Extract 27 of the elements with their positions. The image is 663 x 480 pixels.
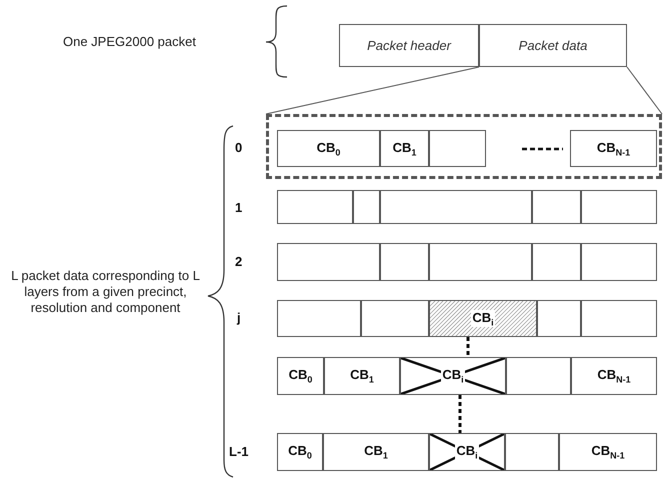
codeblock-cell: CB$_{1}$ [324, 357, 400, 395]
leader-line [626, 66, 662, 114]
empty-cell [353, 190, 380, 224]
codeblock-cell: CB$_{1}$ [380, 130, 429, 167]
dotted-line [458, 395, 462, 433]
brace-label: One JPEG2000 packet [63, 34, 196, 49]
row-index: j [237, 310, 241, 325]
row-index: 1 [235, 200, 242, 215]
crossed-out-codeblock-cell: CB$_{i}$ [429, 433, 505, 471]
codeblock-cell: CB$_{N-1}$ [559, 433, 657, 471]
packet-field-box: Packet header [339, 24, 479, 67]
row-index: 2 [235, 254, 242, 269]
hatched-codeblock-cell: CB$_{i}$ [429, 300, 537, 337]
codeblock-cell: CB$_{1}$ [323, 433, 429, 471]
row-index: L-1 [229, 444, 248, 459]
brace-label: L packet data corresponding to L layers from a given precinct, resolution and component [10, 268, 201, 316]
codeblock-cell: CB$_{0}$ [277, 433, 323, 471]
codeblock-cell: CB$_{0}$ [277, 130, 380, 167]
crossed-out-codeblock-cell: CB$_{i}$ [400, 357, 506, 395]
leader-line [266, 66, 480, 114]
codeblock-cell: CB$_{N-1}$ [571, 357, 657, 395]
codeblock-cell: CB$_{0}$ [277, 357, 324, 395]
dotted-line [466, 337, 470, 357]
row-index: 0 [235, 140, 242, 155]
packet-field-box: Packet data [479, 24, 627, 67]
dashed-frame [266, 114, 662, 179]
codeblock-cell: CB$_{N-1}$ [570, 130, 657, 167]
